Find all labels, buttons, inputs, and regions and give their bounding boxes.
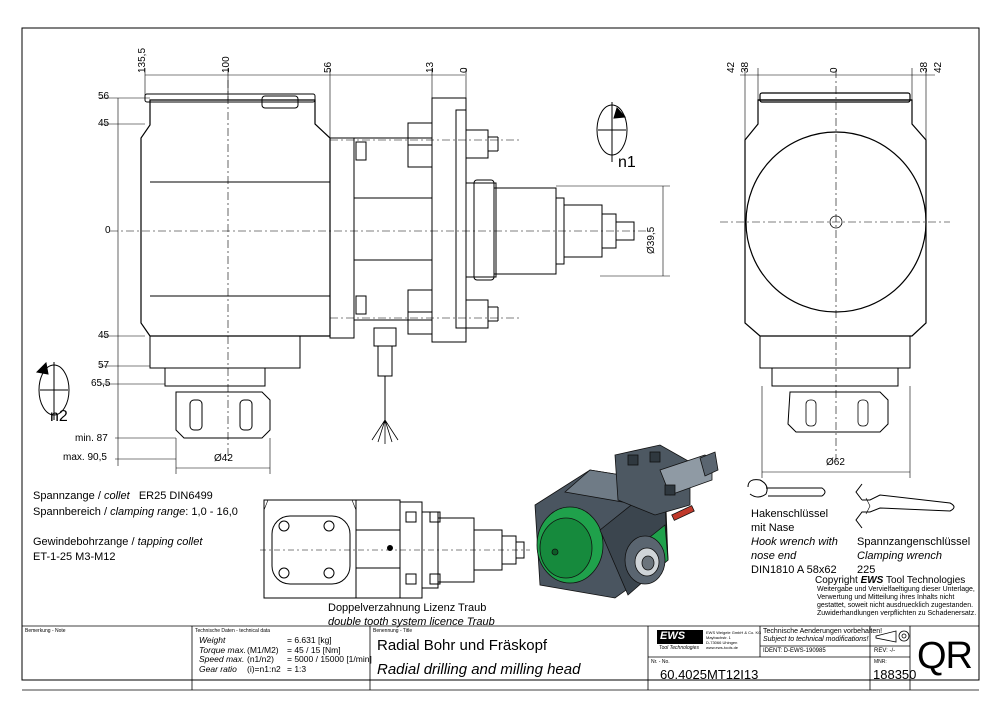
- front-view-centerlines: [720, 70, 950, 460]
- dim-dia-62: Ø62: [826, 457, 845, 468]
- dim-top-right-4: 42: [933, 61, 944, 73]
- spec-tapping-collet: Gewindebohrzange / tapping collet: [33, 536, 203, 548]
- dim-left-56: 56: [98, 91, 110, 102]
- hook-wrench-label: Hakenschlüssel mit Nase Hook wrench with…: [751, 508, 838, 576]
- dim-dia-42: Ø42: [214, 453, 233, 464]
- number-label: Nr. - No.: [651, 659, 670, 665]
- dim-top-right-1: 38: [740, 61, 751, 73]
- remark-label: Bemerkung - Note: [25, 628, 66, 634]
- title-label: Benennung - Title: [373, 628, 413, 634]
- dim-top-left-2: 56: [323, 61, 334, 73]
- ident: IDENT: D-EWS-190985: [763, 648, 826, 654]
- dim-dia-39-5: Ø39,5: [646, 226, 657, 254]
- dimension-lines-left: [100, 68, 670, 474]
- licence-en: double tooth system licence Traub: [328, 616, 495, 628]
- hook-wrench: [747, 479, 826, 498]
- dim-left-45-bottom: 45: [98, 330, 110, 341]
- title-block-lines: [22, 625, 979, 691]
- bottom-view: [263, 499, 525, 599]
- tech-data-rows: Weight= 6.631 [kg] Torque max.(M1/M2)= 4…: [199, 635, 372, 674]
- dim-top-left-4: 0: [459, 67, 470, 73]
- side-view: [140, 93, 635, 444]
- rotation-n1-label: n1: [618, 154, 636, 171]
- front-view: [744, 92, 927, 433]
- spec-tapping-value: ET-1-25 M3-M12: [33, 551, 116, 563]
- mnr-label: MNR:: [874, 659, 887, 665]
- projection-symbol: [875, 630, 910, 643]
- clamping-wrench: [855, 483, 955, 529]
- title-german: Radial Bohr und Fräskopf: [377, 637, 548, 654]
- licence-de: Doppelverzahnung Lizenz Traub: [328, 602, 487, 614]
- clamping-wrench-label: Spannzangenschlüssel Clamping wrench 225: [857, 536, 971, 576]
- side-view-centerlines: [110, 80, 650, 460]
- dim-left-0: 0: [105, 225, 111, 236]
- sheet-frame: [21, 27, 980, 681]
- ews-logo: [657, 630, 703, 644]
- dim-top-left-0: 135,5: [137, 47, 148, 73]
- dim-left-45-top: 45: [98, 118, 110, 129]
- revision: REV: -/-: [874, 648, 896, 654]
- dim-top-right-3: 38: [919, 61, 930, 73]
- title-english: Radial drilling and milling head: [377, 661, 581, 678]
- company-address: EWS Weigele GmbH & Co. KG Maybachstr. 1 …: [706, 630, 762, 650]
- tech-data-label: Technische Daten - technical data: [195, 628, 271, 634]
- change-notice: Technische Aenderungen vorbehalten! Subj…: [763, 628, 883, 643]
- dim-left-min87: min. 87: [75, 433, 108, 444]
- part-number: 60.4025MT12I13: [660, 667, 759, 682]
- rotation-symbols: [35, 102, 628, 420]
- dim-left-65-5: 65,5: [91, 378, 111, 389]
- dim-left-max90-5: max. 90,5: [63, 452, 107, 463]
- qr-code-label: QR: [917, 635, 973, 677]
- ews-logo-sub: Tool Technologies: [659, 645, 699, 651]
- rotation-n2-label: n2: [50, 408, 68, 425]
- dim-top-right-0: 42: [726, 61, 737, 73]
- dim-left-57: 57: [98, 360, 110, 371]
- spec-collet: Spannzange / collet ER25 DIN6499: [33, 490, 213, 502]
- dimension-lines-right: [740, 68, 935, 478]
- dim-top-right-2: 0: [829, 67, 840, 73]
- isometric-render: [534, 444, 719, 599]
- dim-top-left-3: 13: [425, 61, 436, 73]
- dim-top-left-1: 100: [221, 56, 232, 73]
- spec-clamping-range: Spannbereich / clamping range: 1,0 - 16,…: [33, 506, 238, 518]
- ews-logo-text: EWS: [660, 630, 686, 642]
- mnr-number: 188350: [873, 667, 917, 682]
- copyright-block: Copyright EWS Tool Technologies Weiterga…: [815, 575, 977, 618]
